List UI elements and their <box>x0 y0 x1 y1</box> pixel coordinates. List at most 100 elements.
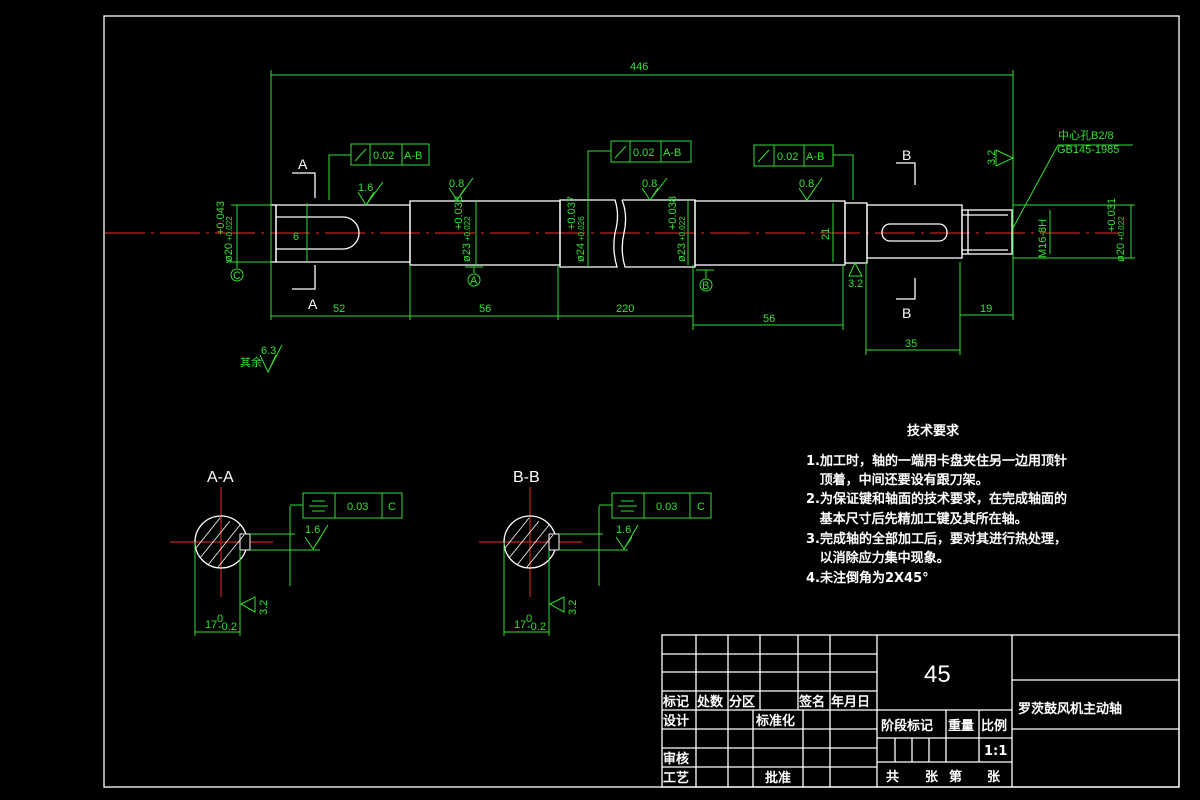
svg-text:C: C <box>388 501 396 513</box>
tb-mark: 标记 <box>662 694 689 710</box>
svg-text:-0.2: -0.2 <box>218 621 237 633</box>
roughness-symbols: 1.6 0.8 0.8 0.8 3.2 3.2 其余 6.3 <box>240 149 1015 374</box>
dim-220: 220 <box>616 303 634 315</box>
dia-a-tol-upper: +0.038 <box>453 196 465 230</box>
requirement-item: 4.未注倒角为2X45° <box>806 570 929 586</box>
dia-left-tol-upper: +0.043 <box>215 201 227 235</box>
tb-ratio: 比例 <box>981 718 1007 734</box>
tb-design: 设计 <box>663 713 689 729</box>
svg-text:0.8: 0.8 <box>799 178 814 190</box>
svg-text:1.6: 1.6 <box>358 182 373 194</box>
datum-b: B <box>702 280 709 292</box>
svg-text:-0.2: -0.2 <box>527 621 546 633</box>
svg-text:3.2: 3.2 <box>258 600 270 615</box>
tb-total: 共 <box>886 769 899 785</box>
dia-mid: ø24+0.026 <box>575 216 587 262</box>
requirements-title: 技术要求 <box>907 423 960 439</box>
tb-zone: 分区 <box>729 694 755 710</box>
svg-text:0.03: 0.03 <box>347 501 368 513</box>
tb-count: 处数 <box>696 694 724 710</box>
drawing-frame <box>103 15 1180 788</box>
tb-review: 审核 <box>663 751 689 767</box>
dim-overall: 446 <box>270 61 1014 320</box>
requirement-item: 2.为保证键和轴面的技术要求，在完成轴面的 <box>806 491 1067 507</box>
datum-markers: C A B <box>226 261 714 292</box>
tb-standard: 标准化 <box>755 713 795 729</box>
tb-scale: 1:1 <box>984 744 1007 759</box>
material: 45 <box>924 661 951 688</box>
svg-text:0.8: 0.8 <box>449 178 464 190</box>
svg-text:A: A <box>308 296 318 312</box>
datum-a: A <box>470 275 478 287</box>
dim-19: 19 <box>980 303 992 315</box>
requirement-item: 以消除应力集中现象。 <box>806 550 950 566</box>
datum-c: C <box>233 270 241 282</box>
tb-sign: 签名 <box>798 694 825 710</box>
runout-frame-1: 0.02 A-B <box>328 143 430 200</box>
dia-b-tol-upper: +0.038 <box>667 196 679 230</box>
runout-frame-3: 0.02 A-B <box>753 144 854 200</box>
svg-text:ø20+0.022: ø20 +0.022 <box>223 216 235 262</box>
key-width: 6 <box>293 231 299 243</box>
dim-35: 35 <box>905 338 917 350</box>
runout-frame-2: 0.02 A-B <box>587 140 692 200</box>
svg-text:0.03: 0.03 <box>656 501 677 513</box>
dia-right: ø20+0.022 <box>1115 216 1127 262</box>
shaft-outline <box>271 199 1013 268</box>
rest-roughness-label: 其余 <box>240 355 262 369</box>
svg-text:B: B <box>902 147 911 163</box>
svg-text:1.6: 1.6 <box>305 524 320 536</box>
runout-3-datum: A-B <box>806 151 824 163</box>
svg-text:0.8: 0.8 <box>642 178 657 190</box>
svg-text:C: C <box>697 501 705 513</box>
tb-sheet2: 张 <box>987 770 1001 785</box>
runout-2-datum: A-B <box>663 147 681 159</box>
technical-requirements: 技术要求 1.加工时，轴的一端用卡盘夹住另一边用顶针 顶着，中间还要设有跟刀架。… <box>806 423 1067 586</box>
section-cuts: A A B B <box>292 147 916 321</box>
dia-mid-tol-upper: +0.037 <box>566 196 578 230</box>
dim-52: 52 <box>333 303 345 315</box>
dia-b: ø23+0.022 <box>676 216 688 262</box>
runout-2-value: 0.02 <box>633 147 654 159</box>
svg-text:17: 17 <box>205 619 217 631</box>
dia-left-tol: +0.022 <box>225 216 234 241</box>
tb-weight: 重量 <box>948 718 974 734</box>
title-block: 45 罗茨鼓风机主动轴 标记 处数 分区 签名 年月日 设计 标准化 审核 工艺… <box>661 634 1180 788</box>
svg-text:0: 0 <box>217 613 223 625</box>
svg-text:B: B <box>902 305 911 321</box>
bottom-dimensions: 52 56 220 56 35 19 <box>271 262 1013 355</box>
svg-text:3.2: 3.2 <box>567 600 579 615</box>
svg-text:3.2: 3.2 <box>986 150 998 165</box>
requirement-item: 3.完成轴的全部加工后，要对其进行热处理， <box>806 531 1067 547</box>
dia-left: ø20 <box>223 243 235 262</box>
tb-date: 年月日 <box>831 694 870 710</box>
dia-a: ø23+0.022 <box>461 216 473 262</box>
section-a-title: A-A <box>207 469 234 486</box>
svg-text:1.6: 1.6 <box>616 524 631 536</box>
requirement-item: 顶着，中间还要设有跟刀架。 <box>806 472 989 488</box>
requirement-item: 基本尺寸后先精加工键及其所在轴。 <box>806 511 1028 527</box>
svg-text:0: 0 <box>526 613 532 625</box>
runout-1-datum: A-B <box>404 150 422 162</box>
dim-56a: 56 <box>479 303 491 315</box>
tb-nth: 第 <box>949 769 962 785</box>
dim-56b: 56 <box>763 313 775 325</box>
drawing-title: 罗茨鼓风机主动轴 <box>1018 701 1122 717</box>
svg-text:GB145-1985: GB145-1985 <box>1057 144 1119 156</box>
svg-text:A: A <box>298 156 308 172</box>
dim-446: 446 <box>630 61 648 73</box>
tb-process: 工艺 <box>663 770 689 786</box>
runout-1-value: 0.02 <box>373 150 394 162</box>
rest-roughness-value: 6.3 <box>261 345 276 357</box>
center-hole-note: 中心孔B2/8 GB145-1985 <box>1012 129 1133 229</box>
section-b-title: B-B <box>513 469 540 486</box>
tb-sheet: 张 <box>925 770 939 785</box>
dim-shoulder: 21 <box>820 228 832 240</box>
svg-text:中心孔B2/8: 中心孔B2/8 <box>1058 129 1114 142</box>
thread-spec: M16-8H <box>1037 219 1049 258</box>
requirement-item: 1.加工时，轴的一端用卡盘夹住另一边用顶针 <box>806 453 1067 469</box>
dia-right-tol-upper: +0.031 <box>1106 198 1118 232</box>
